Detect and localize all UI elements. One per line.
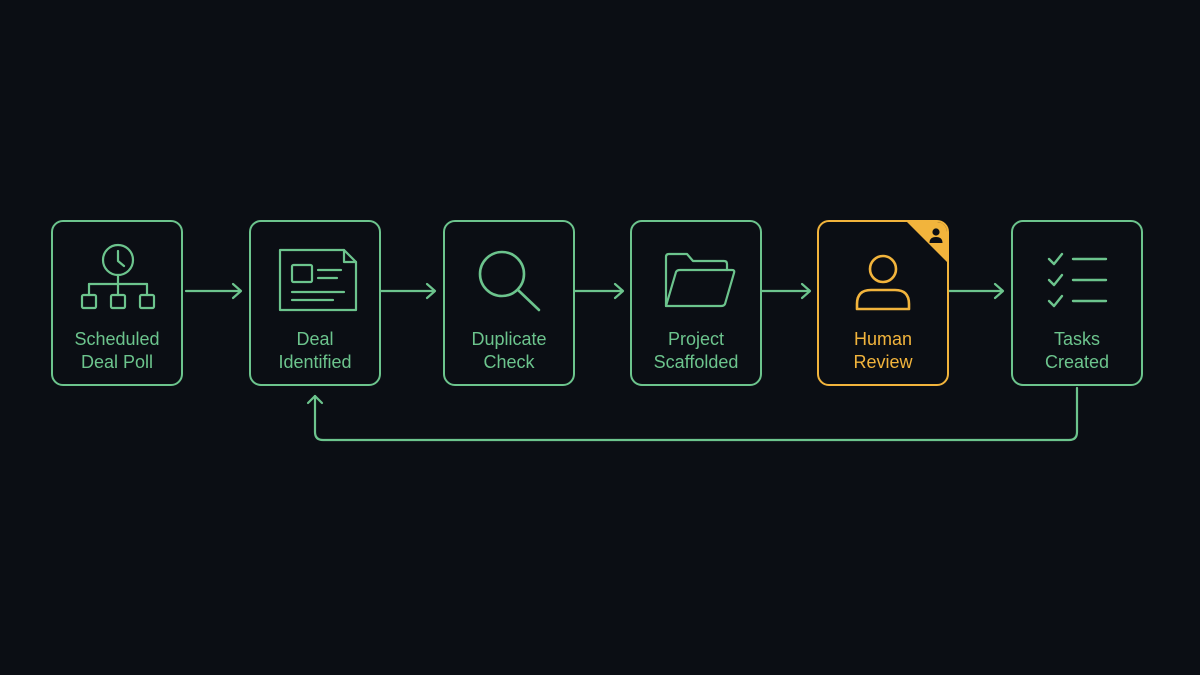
node-scheduled-deal-poll: Scheduled Deal Poll [51,220,183,386]
arrow-poll-to-deal [184,282,243,300]
node-label-line1: Project [667,329,725,349]
loop-back-arrow [306,386,1079,442]
id-card-icon [278,248,358,312]
arrow-duplicate-to-project [573,282,625,300]
node-deal-identified: Deal Identified [249,220,381,386]
node-label: Human Review [819,328,947,374]
node-label: Deal Identified [251,328,379,374]
node-label-line2: Deal Poll [80,352,154,372]
node-label-line2: Created [1044,352,1110,372]
folder-icon [664,252,736,308]
node-label: Duplicate Check [445,328,573,374]
node-label-line2: Review [853,352,913,372]
node-label-line1: Tasks [1053,329,1100,349]
checklist-icon [1047,252,1108,308]
node-label: Project Scaffolded [632,328,760,374]
arrow-deal-to-duplicate [379,282,437,300]
arrow-review-to-tasks [947,282,1005,300]
node-label: Tasks Created [1013,328,1141,374]
node-label-line1: Human [853,329,913,349]
node-label-line1: Duplicate [471,329,547,349]
person-badge-icon [907,222,947,262]
node-label-line2: Identified [278,352,352,372]
node-tasks-created: Tasks Created [1011,220,1143,386]
node-label-line2: Check [483,352,535,372]
node-project-scaffolded: Project Scaffolded [630,220,762,386]
node-label-line2: Scaffolded [653,352,739,372]
node-label: Scheduled Deal Poll [53,328,181,374]
node-label-line1: Scheduled [74,329,160,349]
magnifier-icon [478,250,541,312]
node-label-line1: Deal [296,329,334,349]
org-chart-clock-icon [80,243,156,310]
arrow-project-to-review [760,282,812,300]
node-duplicate-check: Duplicate Check [443,220,575,386]
node-human-review: Human Review [817,220,949,386]
person-icon [855,254,911,311]
